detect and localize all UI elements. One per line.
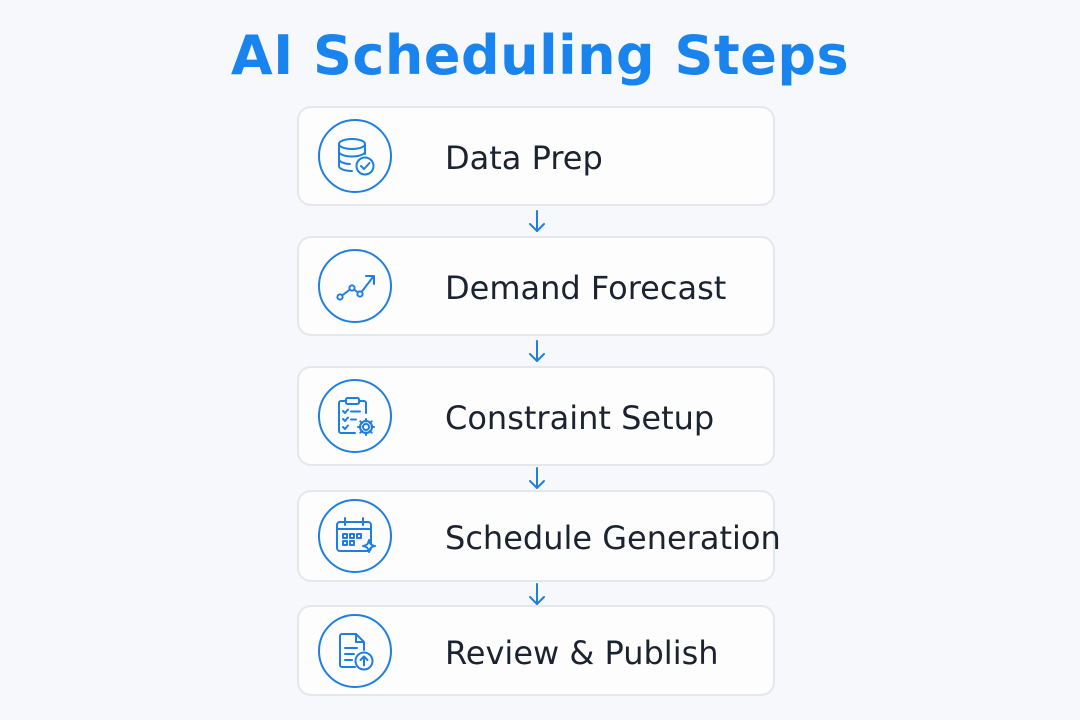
step-card-review-publish: Review & Publish [297, 605, 775, 696]
step-label: Review & Publish [445, 634, 719, 672]
arrow-down-icon [526, 207, 548, 235]
document-upload-icon [318, 614, 392, 688]
step-card-schedule-generation: Schedule Generation [297, 490, 781, 582]
step-card-constraint-setup: Constraint Setup [297, 366, 775, 466]
arrow-down-icon [526, 580, 548, 608]
step-card-data-prep: Data Prep [297, 106, 775, 206]
step-card-demand-forecast: Demand Forecast [297, 236, 775, 336]
calendar-sparkle-icon [318, 499, 392, 573]
trend-line-icon [318, 249, 392, 323]
arrow-down-icon [526, 464, 548, 492]
step-label: Constraint Setup [445, 399, 715, 437]
page-title: AI Scheduling Steps [230, 24, 850, 87]
step-label: Data Prep [445, 139, 603, 177]
clipboard-gear-icon [318, 379, 392, 453]
step-label: Demand Forecast [445, 269, 727, 307]
step-label: Schedule Generation [445, 519, 781, 557]
database-check-icon [318, 119, 392, 193]
arrow-down-icon [526, 337, 548, 365]
